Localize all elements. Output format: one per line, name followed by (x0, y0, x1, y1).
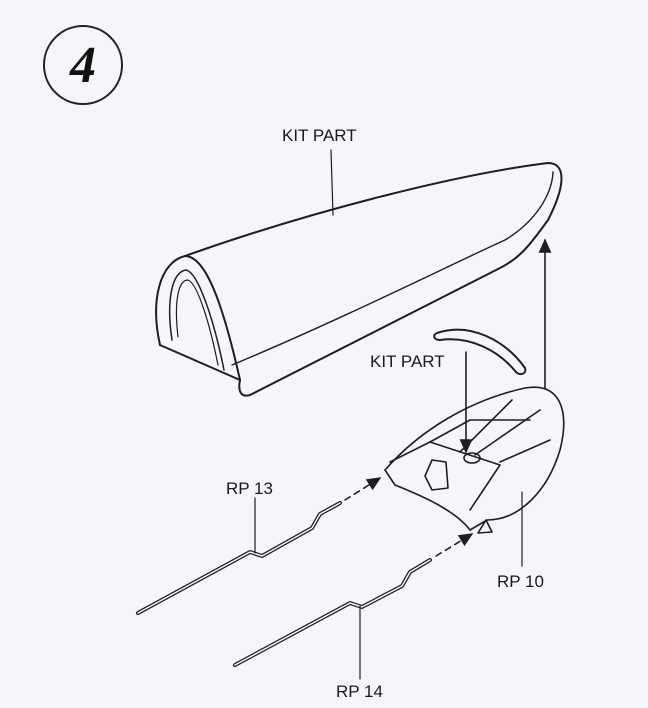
rp14-wire (233, 533, 474, 667)
canopy-kit-part-label: KIT PART (282, 126, 357, 145)
cockpit-tub-part (384, 386, 565, 534)
bar-kit-part-label: KIT PART (370, 352, 445, 371)
rp14-label: RP 14 (336, 682, 383, 701)
canopy-leader-line (330, 149, 334, 216)
rp13-label: RP 13 (226, 479, 273, 498)
step-number-badge: 4 (43, 25, 123, 105)
rp13-wire (136, 477, 382, 615)
canopy-part (155, 162, 563, 397)
rp10-label: RP 10 (497, 572, 544, 591)
bar-part (433, 328, 527, 376)
